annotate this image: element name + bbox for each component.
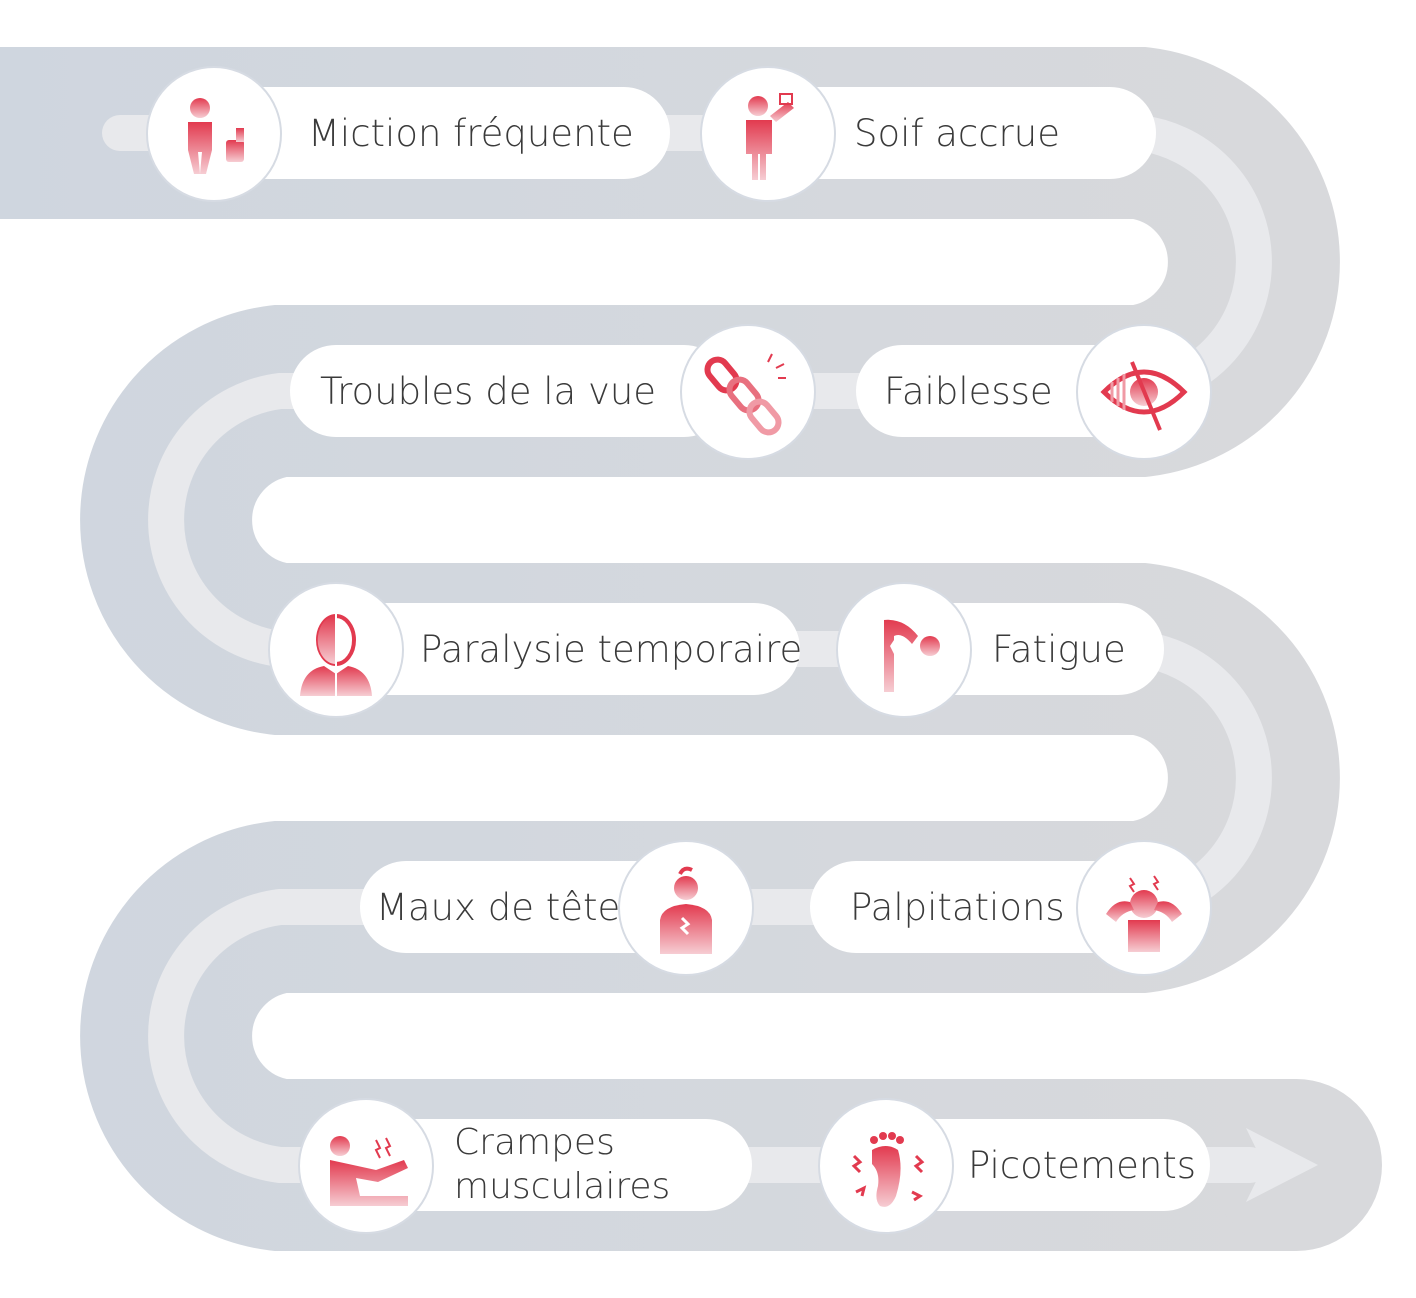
half-face-icon [268,582,404,718]
step-label: Maux de tête [376,885,621,929]
step-label: Soif accrue [854,111,1060,155]
step-label: Palpitations [850,885,1065,929]
step-troubles-de-la-vue: Troubles de la vue [290,345,730,437]
step-label: Paralysie temporaire [420,627,803,671]
arrow-head [1246,1128,1318,1202]
person-toilet-icon [146,66,282,202]
step-label: Picotements [968,1143,1197,1187]
person-drinking-icon [700,66,836,202]
step-label: Fatigue [992,627,1126,671]
step-label: Miction fréquente [308,111,634,155]
step-label: Troubles de la vue [320,369,657,413]
muscle-cramp-icon [298,1098,434,1234]
broken-chain-icon [680,324,816,460]
tingling-foot-icon [818,1098,954,1234]
step-label: Crampes musculaires [454,1122,671,1207]
tired-person-icon [836,582,972,718]
step-label: Faiblesse [884,369,1053,413]
step-paralysie-temporaire: Paralysie temporaire [330,603,803,695]
chest-pain-icon [618,840,754,976]
head-pain-icon [1076,840,1212,976]
blurred-eye-icon [1076,324,1212,460]
